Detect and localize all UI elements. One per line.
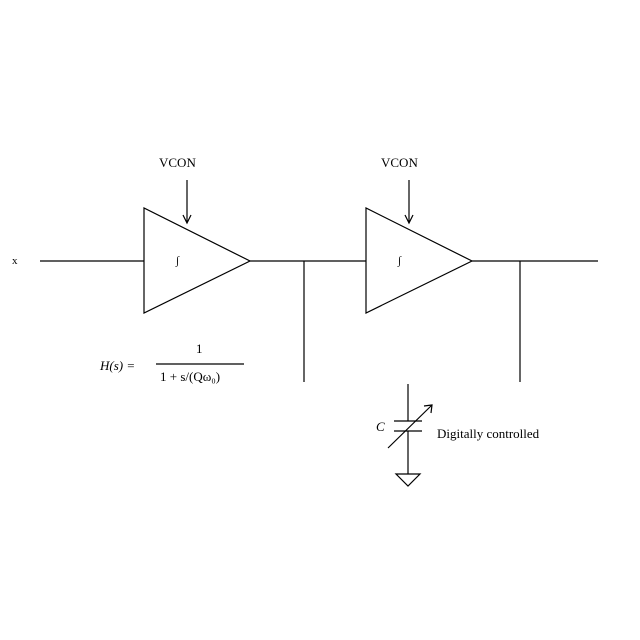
input-label: x — [12, 255, 18, 267]
capacitor-variable-arrow — [387, 404, 433, 449]
capacitor-label: C — [376, 419, 385, 434]
transfer-function-denominator: 1 + s/(Qω₀) — [160, 369, 220, 384]
stage2-symbol: ∫ — [397, 255, 402, 267]
stage1-symbol: ∫ — [175, 255, 180, 267]
stage2-control-arrowhead — [404, 214, 414, 225]
capacitor-variable-arrowhead — [423, 404, 433, 414]
stage1-control-arrowhead — [182, 214, 192, 225]
ground-symbol — [394, 473, 422, 487]
stage2-control-label: VCON — [381, 155, 418, 170]
stage1-amplifier-triangle — [143, 207, 252, 314]
transfer-function-lhs: H(s) = — [99, 358, 135, 373]
stage2-amplifier-triangle — [365, 207, 474, 314]
capacitor-note: Digitally controlled — [437, 426, 540, 441]
transfer-function-numerator: 1 — [196, 341, 203, 356]
stage1-control-label: VCON — [159, 155, 196, 170]
